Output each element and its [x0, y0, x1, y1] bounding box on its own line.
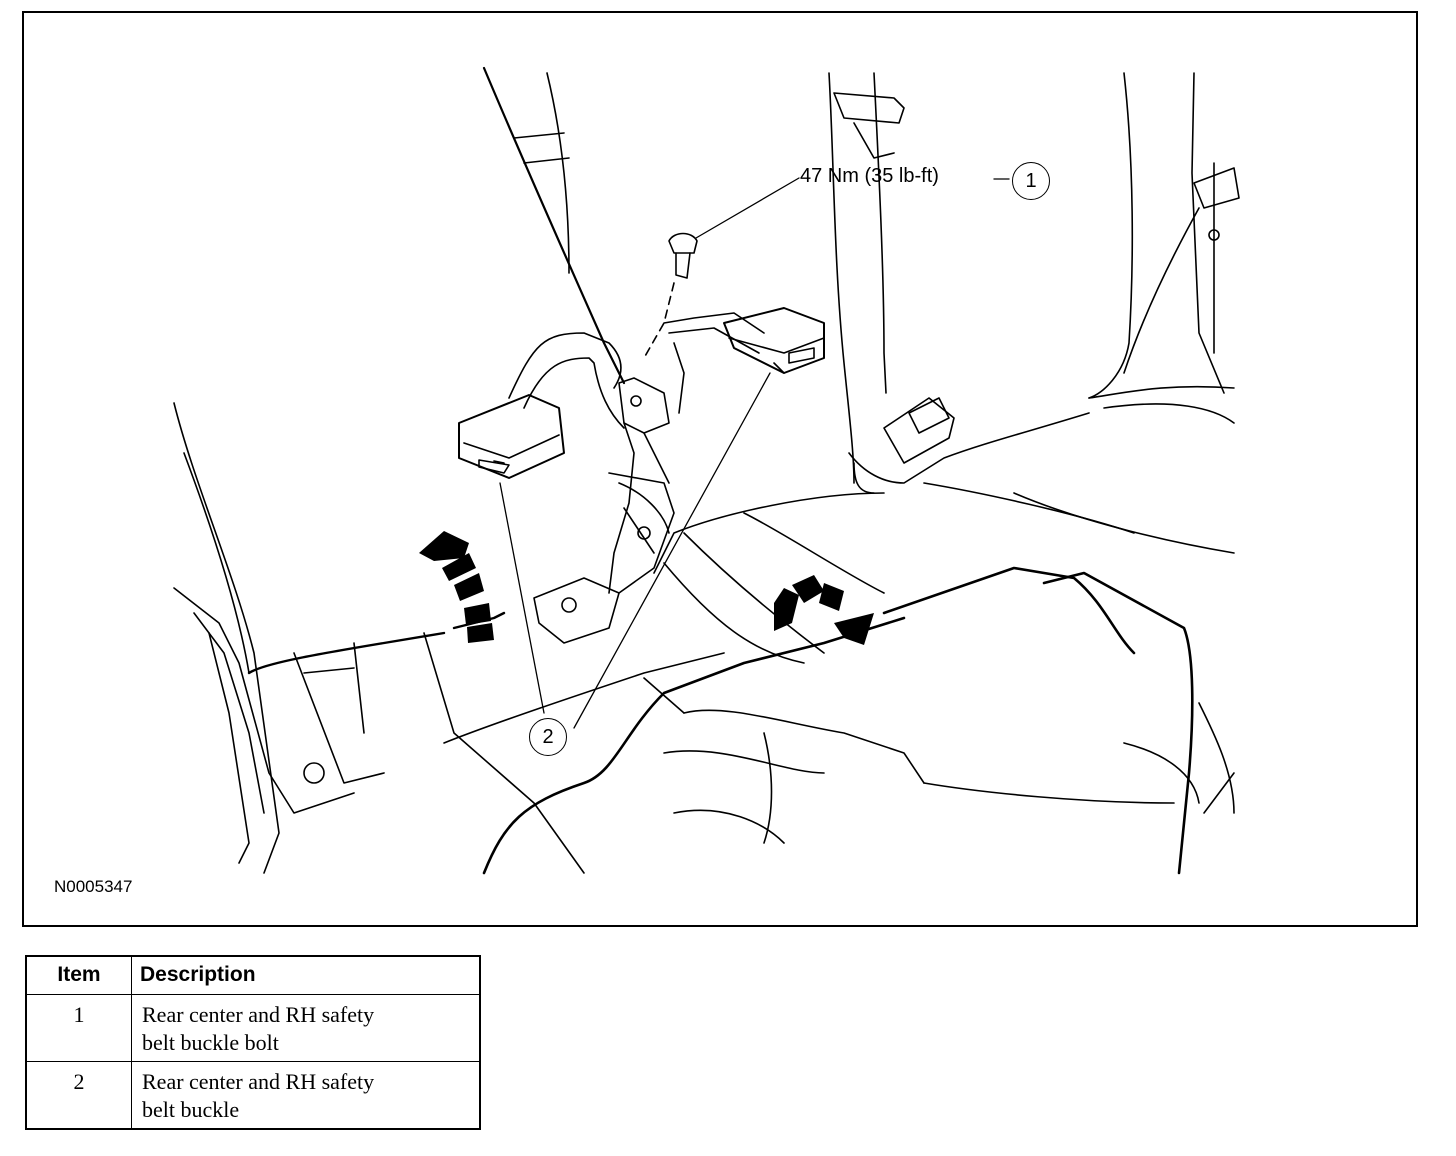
right-seat: [353, 72, 1240, 874]
figure-id: N0005347: [54, 877, 133, 896]
legend-header-description: Description: [131, 955, 481, 995]
legend-item-description: Rear center and RH safety belt buckle: [131, 1060, 481, 1129]
description-line: Rear center and RH safety: [142, 1001, 375, 1027]
left-seat: [173, 402, 506, 874]
diagram-frame: 47 Nm (35 lb-ft) 1 2 N0005347: [22, 11, 1418, 927]
description-line: belt buckle bolt: [142, 1029, 279, 1055]
rotate-arrow-icon: [774, 575, 874, 645]
legend-table: Item Description 1 Rear center and RH sa…: [25, 955, 481, 1130]
center-belt-webbing: [458, 66, 825, 644]
legend-item-number: 1: [25, 993, 132, 1062]
legend-item-description: Rear center and RH safety belt buckle bo…: [131, 993, 481, 1062]
description-line: belt buckle: [142, 1096, 240, 1122]
legend-header-row: Item Description: [25, 955, 481, 995]
callout-1-marker: 1: [1012, 162, 1050, 200]
callout-leaders: [499, 177, 1010, 729]
up-arrow-icon: [419, 531, 494, 643]
description-line: Rear center and RH safety: [142, 1068, 375, 1094]
legend-item-number: 2: [25, 1060, 132, 1129]
cushion-outline: [482, 566, 1194, 875]
table-row: 2 Rear center and RH safety belt buckle: [25, 1060, 481, 1129]
seat-belt-illustration: [173, 66, 1240, 875]
torque-spec-label: 47 Nm (35 lb-ft): [800, 165, 939, 187]
table-row: 1 Rear center and RH safety belt buckle …: [25, 993, 481, 1062]
lower-details: [683, 702, 1235, 844]
callout-2-marker: 2: [529, 718, 567, 756]
legend-header-item: Item: [25, 955, 132, 995]
